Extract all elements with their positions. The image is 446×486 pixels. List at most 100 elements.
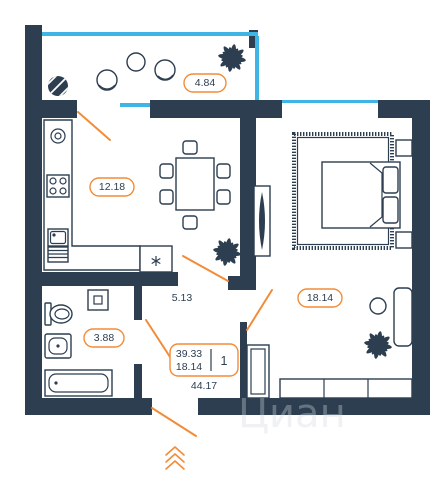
rug-fringe [292,132,394,250]
dining-chair [159,189,174,205]
wall-kitchen-hall-corner [228,276,256,290]
balcony-furniture [48,52,176,96]
wardrobe-inner [250,348,266,395]
total-area: 39.33 [176,348,202,360]
door-balcony [77,111,111,141]
kitchen-furniture [43,119,231,273]
balcony-chair [96,69,118,91]
total-with-balcony: 44.17 [191,380,217,392]
bedroom-area: 18.14 [307,292,333,304]
bedroom-window [282,100,378,103]
kitchen-hob-ring [50,128,66,144]
snowflake-ray [151,257,161,265]
balcony-area: 4.84 [195,77,216,89]
kitchen-hob-ring-inner [54,132,62,140]
bathtub-basin [48,373,109,393]
balcony-chair-back [98,84,116,90]
windows [42,32,378,107]
kitchen-sink [47,228,69,247]
kitchen-area: 12.18 [99,181,125,193]
wall-bathroom-upper [134,286,142,320]
plant-leaf [367,341,389,349]
plant-leaf [216,248,238,256]
balcony-chair [154,59,176,81]
balcony-area-pill [183,73,227,93]
plant-icon [213,238,241,266]
dining-chair [182,140,198,155]
area-labels: 4.84 12.18 5.13 3.88 18.14 [83,73,343,348]
stove-burner [59,187,67,195]
stove [46,174,70,198]
pillow [382,196,399,224]
entrance-chevron [165,460,185,470]
wall-bathroom-lower [134,364,142,398]
wall-hall-bedroom [240,322,247,398]
entrance-chevrons-icon [165,446,185,470]
dining-chair [216,189,231,205]
bedroom-area-pill [297,288,343,308]
snowflake-icon [151,256,161,266]
bed-blanket-fold [369,162,383,228]
wall-top-middle [150,100,282,118]
area-summary-box [169,343,239,377]
grill-stripe [48,76,63,89]
dining-chair [159,163,174,179]
stove-burner [49,187,57,195]
door-bedroom [246,289,273,331]
door-bathroom [145,319,173,361]
grill-stripe [53,81,68,96]
bathroom-area: 3.88 [94,332,115,344]
walls [25,25,430,415]
hall-area: 5.13 [172,292,193,304]
wall-balcony-corner [249,30,258,48]
washing-machine-door [93,295,103,305]
wall-top-right [378,100,430,118]
doors [77,111,273,437]
plant-leaf [221,54,243,62]
washing-machine [87,289,109,311]
room-count: 1 [221,354,228,368]
door-kitchen [182,255,229,282]
wall-outer-bottom-left [25,398,152,415]
nightstand [395,231,413,249]
wall-outer-bottom-right [198,398,430,415]
balcony-table [126,52,146,72]
pillow [382,166,399,194]
kitchen-window [120,103,150,107]
wall-outer-right [412,100,430,415]
kitchen-area-pill [89,177,135,197]
living-area: 18.14 [176,361,202,373]
plant-icon [218,44,246,72]
dining-table [175,157,215,211]
entrance-chevron [165,453,185,463]
desk-chair [369,297,387,315]
dining-chair [182,215,198,230]
bathroom-area-pill [83,328,125,348]
wall-outer-left [25,25,42,415]
watermark: Циан [238,391,346,437]
dining-chair [216,163,231,179]
bathroom-sink-drain [56,344,60,348]
plant-icon [364,331,392,359]
balcony-glass-top [42,32,258,36]
wall-kitchen-bathroom [42,272,178,286]
balcony-chair-back [157,74,174,80]
desk [393,287,413,347]
nightstand [395,139,413,157]
bathtub-drain [54,381,58,385]
entrance-chevron [165,446,185,456]
bedroom-furniture [279,132,413,399]
wall-kitchen-bedroom [240,118,256,290]
balcony-glass-right [255,36,259,100]
stove-burner [59,177,67,185]
bathroom-furniture [44,289,113,397]
kitchen-sink-drain [52,233,56,237]
stove-burner [49,177,57,185]
bathroom-sink-bowl [48,337,68,355]
kitchen-sink-bowl [49,230,67,245]
toilet-seat [54,308,70,320]
door-entrance [151,407,197,437]
area-summary: 39.33 18.14 1 44.17 [169,343,239,392]
